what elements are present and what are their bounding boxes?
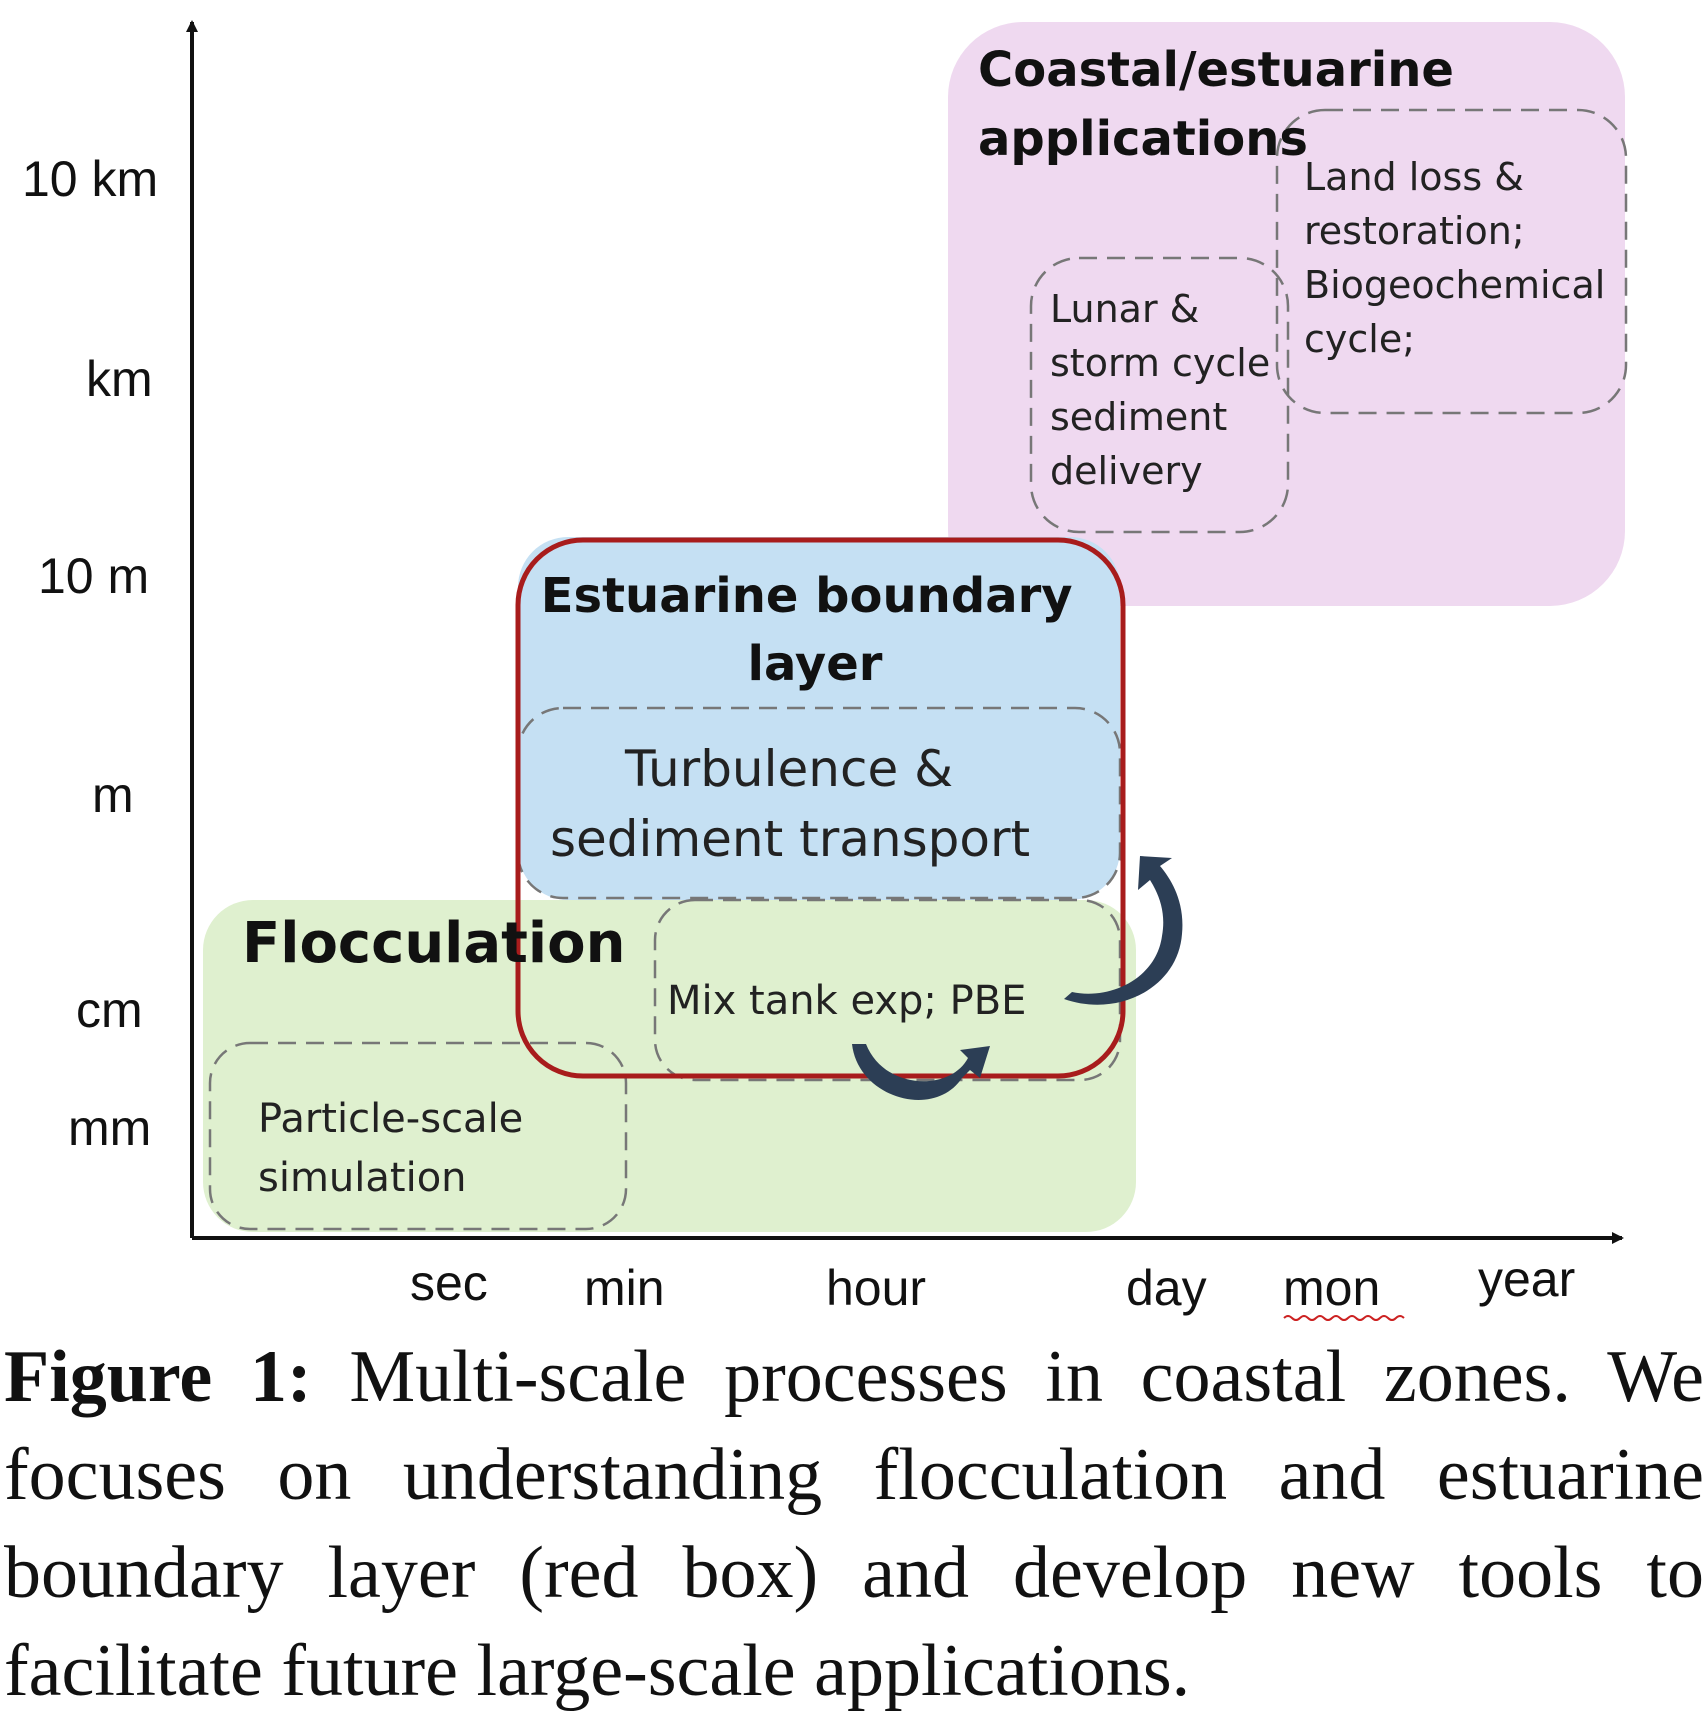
focus-red-box [515,537,1126,1079]
multi-scale-diagram: 10 km km 10 m m cm mm sec min hour day m… [22,20,1628,1321]
x-tick-sec: sec [410,1255,488,1311]
caption-text: Multi-scale processes in coastal zones. … [4,1336,1704,1712]
caption-label: Figure 1: [4,1336,312,1418]
x-tick-hour: hour [826,1260,926,1316]
coastal-applications-region [948,22,1625,606]
mon-spellcheck-underline [1283,1315,1405,1321]
lunar-storm-box [1029,256,1290,534]
flocculation-region [203,900,1136,1232]
coastal-title: Coastal/estuarine applications [978,42,1471,167]
x-tick-min: min [584,1260,665,1316]
x-tick-day: day [1126,1260,1207,1316]
mix-tank-text: Mix tank exp; PBE [667,978,1026,1024]
y-tick-km: km [86,351,153,407]
upscale-arrow-bottom [852,1044,990,1100]
particle-scale-box [208,1041,628,1231]
lunar-storm-text: Lunar & storm cycle sediment delivery [1050,287,1282,493]
boundary-layer-title: Estuarine boundary layer [541,568,1090,692]
y-tick-mm: mm [68,1100,151,1156]
x-tick-year: year [1478,1251,1575,1307]
boundary-layer-region [518,537,1120,900]
land-loss-box [1275,108,1628,415]
land-loss-text: Land loss & restoration; Biogeochemical … [1304,155,1617,361]
y-tick-m: m [92,767,134,823]
particle-scale-text: Particle-scale simulation [258,1096,536,1201]
turbulence-text: Turbulence & sediment transport [550,740,1030,868]
figure-caption: Figure 1: Multi-scale processes in coast… [4,1328,1704,1720]
x-tick-mon: mon [1283,1260,1380,1316]
flocculation-title: Flocculation [242,911,625,976]
y-tick-10m: 10 m [38,548,149,604]
upscale-arrow-right [1064,856,1183,1005]
y-tick-cm: cm [76,982,143,1038]
mix-tank-box [653,898,1122,1082]
y-tick-10km: 10 km [22,151,158,207]
